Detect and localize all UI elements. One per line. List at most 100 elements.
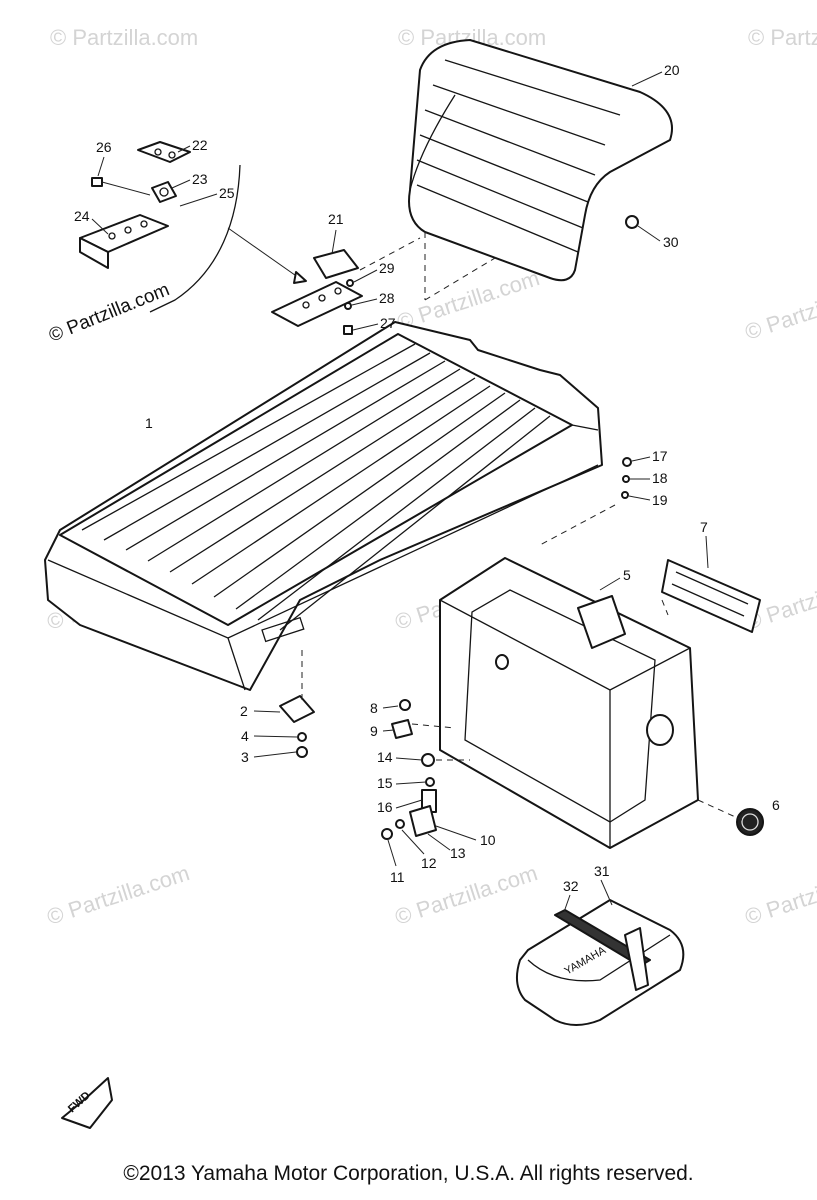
callout-26: 26: [96, 139, 112, 155]
callout-12: 12: [421, 855, 437, 871]
leader: [395, 757, 423, 761]
storage-box-5: [439, 557, 699, 849]
callout-7: 7: [700, 519, 708, 535]
leader: [705, 535, 709, 569]
leader: [351, 298, 378, 306]
callout-17: 17: [652, 448, 668, 464]
box-latch: [577, 595, 626, 649]
guide-line: [697, 799, 743, 821]
watermark: © Partzilla.com: [44, 860, 193, 930]
callout-3: 3: [241, 749, 249, 765]
arrow-head: [293, 271, 307, 284]
leader: [401, 829, 425, 855]
plate-7: [661, 559, 761, 633]
cable-25: [149, 164, 241, 313]
leader: [253, 751, 297, 758]
leader: [352, 323, 379, 331]
seat-1: [44, 321, 603, 691]
box-port: [646, 714, 674, 746]
callout-14: 14: [377, 749, 393, 765]
callout-2: 2: [240, 703, 248, 719]
callout-27: 27: [380, 315, 396, 331]
lock-assembly-10-16: [381, 753, 437, 840]
backrest-pleats: [416, 59, 621, 253]
callout-9: 9: [370, 723, 378, 739]
leader: [435, 825, 477, 841]
guide-line: [539, 504, 616, 546]
callout-13: 13: [450, 845, 466, 861]
leader: [599, 577, 621, 591]
fastener-stack-27-29: [343, 279, 354, 335]
watermark-feature: © Partzilla.com: [46, 279, 173, 346]
leader: [382, 705, 399, 709]
strap-32: [554, 909, 651, 991]
hinge-pin-23: [151, 181, 177, 203]
leader: [253, 735, 298, 738]
seat-label: [261, 616, 305, 643]
cable-arrow: [227, 227, 303, 281]
callout-1: 1: [145, 415, 153, 431]
fastener-stack-17-19: [621, 457, 632, 499]
callouts: 1 2 3 4 5 6 7 8 9 10 11 12 13 14 15 16 1…: [74, 62, 780, 913]
seat-pleats: [81, 343, 551, 631]
washer-4: [297, 732, 307, 742]
hinge-bracket-24: [79, 214, 169, 269]
callout-28: 28: [379, 290, 395, 306]
callout-29: 29: [379, 260, 395, 276]
leader: [97, 156, 105, 177]
clip-9: [391, 719, 413, 739]
callout-15: 15: [377, 775, 393, 791]
leader: [179, 193, 218, 207]
bolt-8: [399, 699, 411, 711]
callout-16: 16: [377, 799, 393, 815]
watermark: © Partzilla.com: [742, 860, 817, 930]
guide-line: [661, 599, 669, 616]
callout-25: 25: [219, 185, 235, 201]
nut-3: [296, 746, 308, 758]
callout-32: 32: [563, 878, 579, 894]
leader: [91, 218, 109, 235]
backrest-20: [408, 39, 673, 282]
callout-8: 8: [370, 700, 378, 716]
callout-5: 5: [623, 567, 631, 583]
callout-4: 4: [241, 728, 249, 744]
leader: [631, 71, 663, 87]
leader: [395, 781, 427, 785]
leader: [353, 269, 378, 283]
leader: [600, 879, 613, 906]
copyright-notice: ©2013 Yamaha Motor Corporation, U.S.A. A…: [123, 1162, 694, 1185]
box-hole: [495, 654, 509, 670]
callout-21: 21: [328, 211, 344, 227]
callout-30: 30: [663, 234, 679, 250]
leader: [427, 833, 451, 851]
leader: [177, 145, 191, 153]
callout-31: 31: [594, 863, 610, 879]
leader: [637, 225, 661, 242]
callout-22: 22: [192, 137, 208, 153]
leader: [628, 495, 651, 501]
leader: [631, 456, 651, 462]
callout-23: 23: [192, 171, 208, 187]
leader: [395, 799, 423, 809]
callout-20: 20: [664, 62, 680, 78]
grille-6: [736, 808, 764, 836]
leader: [331, 229, 337, 255]
tool-bag-31: YAMAHA: [515, 899, 685, 1026]
callout-10: 10: [480, 832, 496, 848]
guide-line: [359, 237, 421, 271]
leader: [382, 729, 395, 732]
callout-18: 18: [652, 470, 668, 486]
leader: [253, 710, 281, 713]
watermark: © Partzilla.com: [392, 860, 541, 930]
watermark: © Partzilla.com: [748, 25, 817, 50]
latch-2: [279, 695, 315, 723]
hinge-bracket-21: [271, 249, 363, 327]
watermark: © Partzilla.com: [50, 25, 198, 50]
guide-line: [424, 254, 501, 301]
hinge-plate-22: [137, 141, 191, 163]
watermark: © Partzilla.com: [394, 265, 543, 335]
callout-6: 6: [772, 797, 780, 813]
fwd-arrow: FWD: [61, 1077, 113, 1129]
guide-line: [411, 723, 456, 729]
